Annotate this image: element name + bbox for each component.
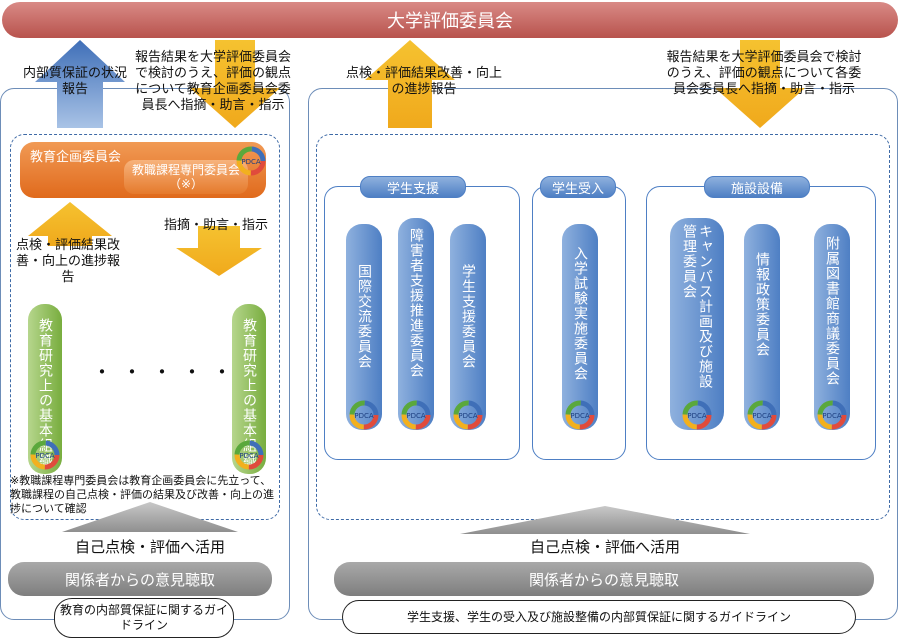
right-review-text: 報告結果を大学評価委員会で検討のうえ、評価の観点について各委員会委員長へ指摘・助…: [666, 50, 862, 97]
committee-main-label: 教育企画委員会: [30, 150, 122, 165]
internal-report-text: 内部質保証の状況報告: [22, 66, 127, 97]
pdca-text: PDCA: [687, 412, 706, 420]
section-facility-text: 施設設備: [730, 181, 783, 197]
teacher-training-subcommittee: 教職課程専門委員会（※）: [124, 160, 248, 194]
right-guideline-label: 学生支援、学生の受入及び施設整備の内部質保証に関するガイドライン: [406, 609, 791, 624]
committee-label-1: 障害者支援推進委員会: [408, 228, 424, 378]
pdca-text: PDCA: [35, 452, 54, 460]
committee-label-5: 情報政策委員会: [754, 252, 770, 357]
pdca-cycle-icon: PDCA: [682, 400, 712, 430]
right-progress-report-text: 点検・評価結果改善・向上の進捗報告: [345, 66, 502, 97]
committee-campus-planning: キャンパス計画及び施設管理委員会: [670, 218, 724, 430]
committee-student-support: 学生支援委員会: [450, 224, 486, 430]
university-evaluation-committee-banner: 大学評価委員会: [2, 2, 898, 38]
committee-disability-support: 障害者支援推進委員会: [398, 218, 434, 430]
pdca-cycle-icon: PDCA: [817, 400, 847, 430]
pdca-cycle-icon: PDCA: [747, 400, 777, 430]
left-review-text: 報告結果を大学評価委員会で検討のうえ、評価の観点について教育企画委員会委員長へ指…: [134, 50, 291, 113]
banner-title: 大学評価委員会: [387, 11, 513, 32]
left-self-check: 自己点検・評価へ活用: [74, 538, 225, 556]
subcommittee-label: 教職課程専門委員会（※）: [131, 163, 240, 191]
down-arrow-yellow-left-top: [190, 40, 280, 128]
pdca-cycle-icon: PDCA: [401, 400, 431, 430]
gray-arrow-right: [460, 506, 750, 534]
down-arrow-yellow-right-top: [715, 40, 805, 128]
up-arrow-yellow-right-top: [365, 40, 455, 128]
basic-org-pill-2: 教育研究上の基本組織: [232, 304, 266, 474]
down-arrow-yellow-left-mid: [176, 226, 262, 276]
left-hearing-label: 関係者からの意見聴取: [64, 570, 215, 589]
pdca-cycle-icon: PDCA: [30, 440, 60, 470]
pdca-text: PDCA: [458, 412, 477, 420]
facility-label: 施設設備: [704, 176, 810, 198]
left-note: ※教職課程専門委員会は教育企画委員会に先立って、教職課程の自己点検・評価の結果及…: [10, 474, 274, 515]
left-guideline-label: 教育の内部質保証に関するガイドライン: [59, 603, 228, 632]
basic-org-label-1: 教育研究上の基本組織: [37, 318, 53, 468]
pdca-cycle-icon: PDCA: [349, 400, 379, 430]
ellipsis-dots: ・・・・・: [92, 360, 242, 384]
education-planning-committee: 教育企画委員会 教職課程専門委員会（※）: [20, 142, 266, 198]
pdca-cycle-icon: PDCA: [565, 400, 595, 430]
left-hearing-bar: 関係者からの意見聴取: [8, 562, 272, 596]
left-advice-text: 指摘・助言・指示: [163, 218, 268, 233]
right-guideline-oval: 学生支援、学生の受入及び施設整備の内部質保証に関するガイドライン: [342, 600, 856, 634]
admission-label: 学生受入: [540, 176, 616, 198]
up-arrow-yellow-left-mid: [28, 202, 112, 246]
pdca-cycle-icon: PDCA: [453, 400, 483, 430]
pdca-cycle-icon: PDCA: [234, 440, 264, 470]
committee-label-4: キャンパス計画及び施設管理委員会: [681, 224, 713, 389]
gray-arrow-left: [62, 502, 238, 532]
pdca-text: PDCA: [822, 412, 841, 420]
pdca-text: PDCA: [752, 412, 771, 420]
committee-entrance-exam: 入学試験実施委員会: [562, 224, 598, 430]
right-self-check: 自己点検・評価へ活用: [529, 538, 680, 556]
committee-international: 国際交流委員会: [346, 224, 382, 430]
committee-label-3: 入学試験実施委員会: [572, 246, 588, 381]
section-admission-text: 学生受入: [551, 181, 604, 197]
pdca-text: PDCA: [239, 452, 258, 460]
up-arrow-blue-left: [35, 40, 125, 128]
committee-label-2: 学生支援委員会: [460, 264, 476, 369]
left-guideline-oval: 教育の内部質保証に関するガイドライン: [54, 598, 234, 638]
right-hearing-bar: 関係者からの意見聴取: [334, 562, 874, 596]
committee-information-policy: 情報政策委員会: [744, 224, 780, 430]
pdca-text: PDCA: [241, 158, 260, 166]
committee-label-6: 附属図書館商議委員会: [824, 236, 840, 386]
right-hearing-label: 関係者からの意見聴取: [528, 570, 679, 589]
left-progress-report-text: 点検・評価結果改善・向上の進捗報告: [15, 238, 120, 285]
pdca-text: PDCA: [570, 412, 589, 420]
section-support-text: 学生支援: [386, 181, 439, 197]
basic-org-label-2: 教育研究上の基本組織: [241, 318, 257, 468]
basic-org-pill-1: 教育研究上の基本組織: [28, 304, 62, 474]
student-support-label: 学生支援: [360, 176, 466, 198]
pdca-cycle-icon: PDCA: [236, 146, 266, 176]
pdca-text: PDCA: [406, 412, 425, 420]
pdca-text: PDCA: [354, 412, 373, 420]
committee-label-0: 国際交流委員会: [356, 264, 372, 369]
committee-library: 附属図書館商議委員会: [814, 224, 850, 430]
